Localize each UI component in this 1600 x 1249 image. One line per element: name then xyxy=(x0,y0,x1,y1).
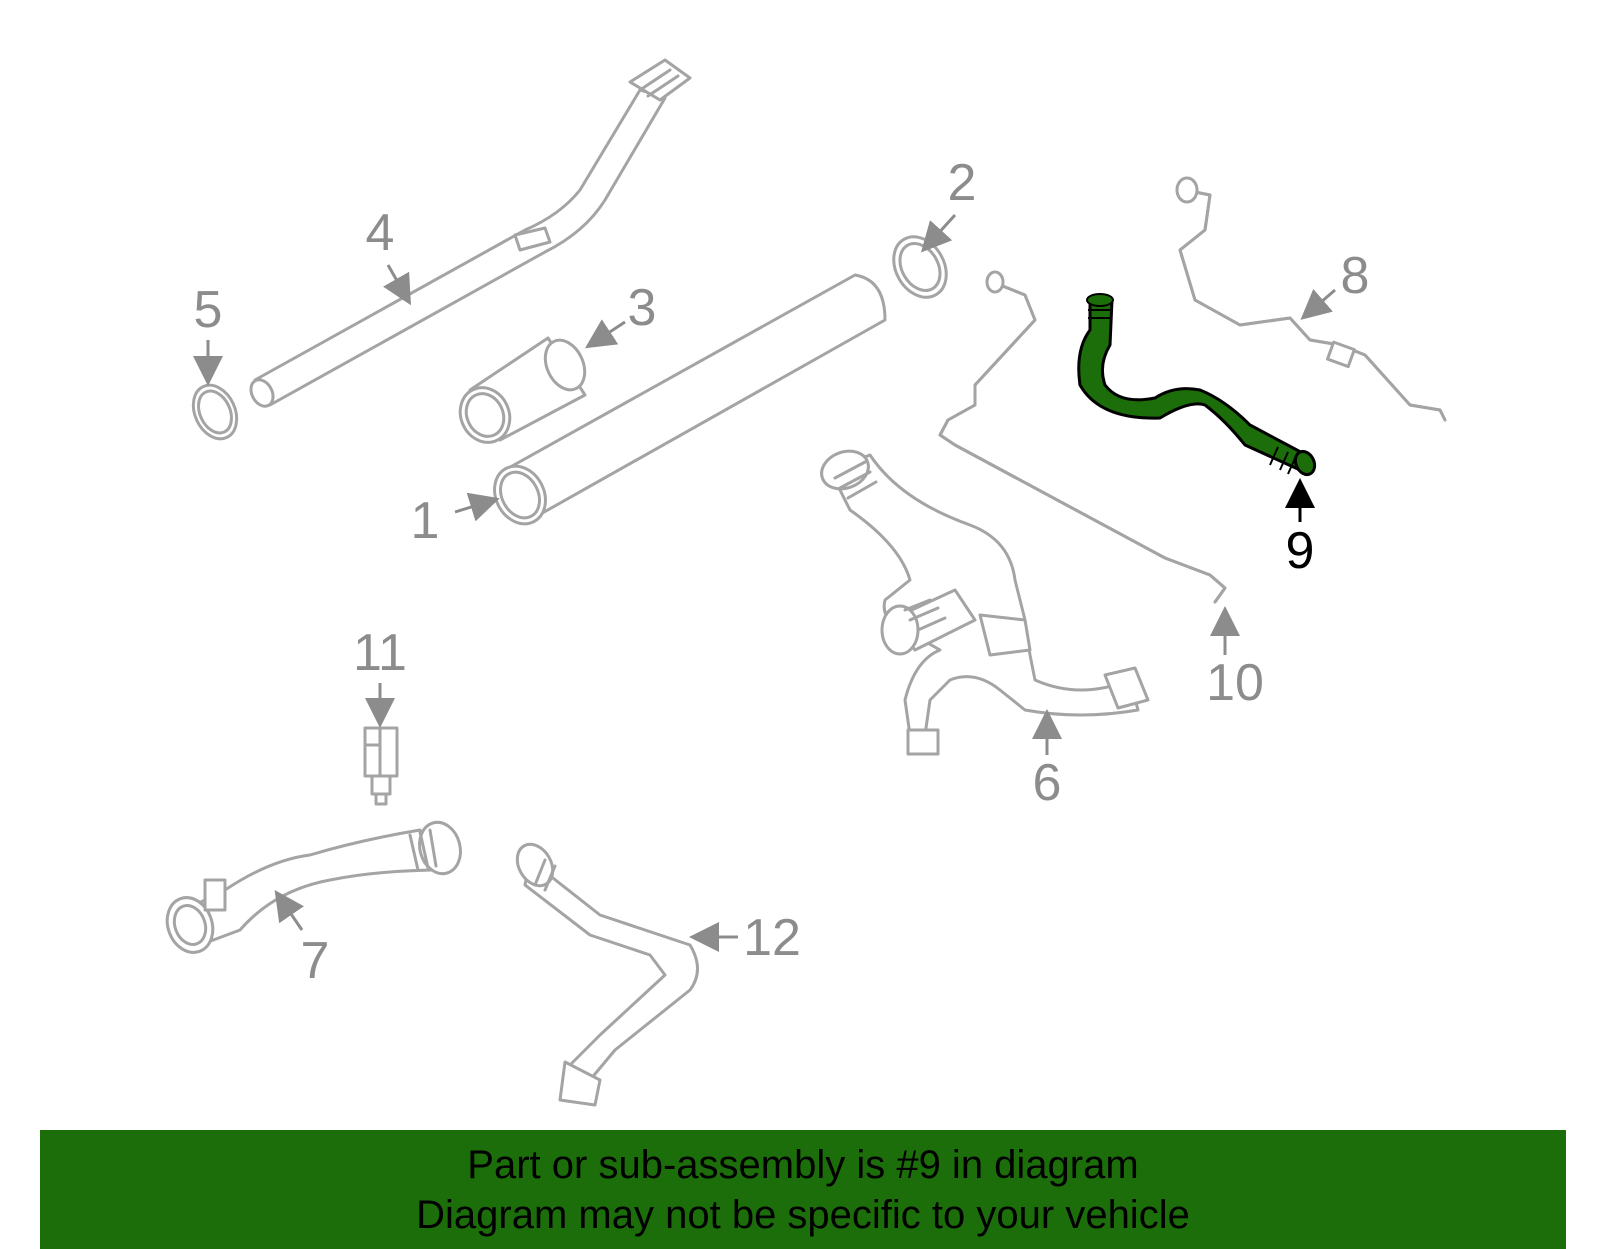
callout-6[interactable]: 6 xyxy=(1033,754,1062,812)
leader-1 xyxy=(454,492,500,522)
part-12-hose[interactable] xyxy=(510,838,699,1107)
leader-3 xyxy=(584,319,626,349)
leader-7 xyxy=(274,890,304,931)
part-4-pipe[interactable] xyxy=(247,58,692,410)
info-banner: Part or sub-assembly is #9 in diagram Di… xyxy=(40,1130,1566,1249)
callout-10[interactable]: 10 xyxy=(1206,654,1264,712)
callout-12[interactable]: 12 xyxy=(743,909,801,967)
leader-4 xyxy=(383,264,411,306)
part-7-hose[interactable] xyxy=(160,818,466,959)
callout-5[interactable]: 5 xyxy=(194,281,223,339)
part-11-sensor[interactable] xyxy=(363,726,399,806)
part-2-o-ring[interactable] xyxy=(883,227,957,306)
part-5-o-ring[interactable] xyxy=(185,378,245,446)
part-6-hose-assembly[interactable] xyxy=(816,445,1150,756)
callout-3[interactable]: 3 xyxy=(628,279,657,337)
callout-11[interactable]: 11 xyxy=(353,624,407,682)
callout-1[interactable]: 1 xyxy=(411,492,440,550)
leader-2 xyxy=(920,213,957,253)
callout-4[interactable]: 4 xyxy=(366,204,395,262)
callout-7[interactable]: 7 xyxy=(301,932,330,990)
leader-8 xyxy=(1300,288,1336,320)
banner-line-2: Diagram may not be specific to your vehi… xyxy=(416,1193,1190,1237)
part-9-hose[interactable] xyxy=(1077,293,1318,478)
callout-2[interactable]: 2 xyxy=(948,154,977,212)
banner-line-1: Part or sub-assembly is #9 in diagram xyxy=(467,1143,1139,1187)
part-8-line[interactable] xyxy=(1175,176,1447,422)
callout-9[interactable]: 9 xyxy=(1286,522,1315,580)
part-10-line[interactable] xyxy=(938,270,1227,604)
part-3-sleeve[interactable] xyxy=(451,334,592,451)
callout-8[interactable]: 8 xyxy=(1341,247,1370,305)
